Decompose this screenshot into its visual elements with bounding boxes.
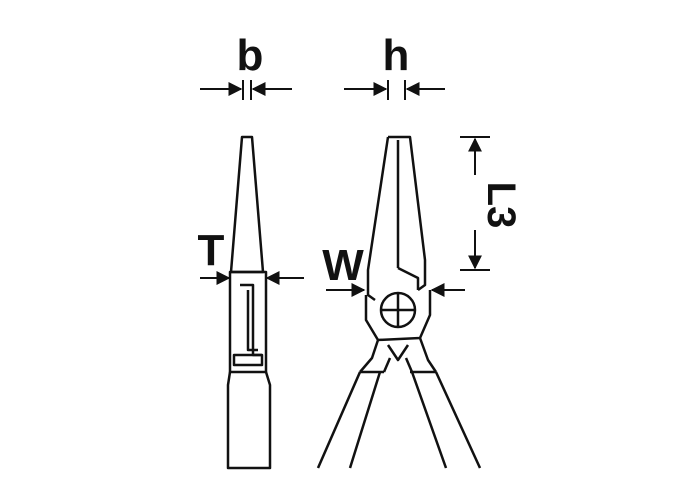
dimension-h	[344, 80, 445, 100]
label-b: b	[237, 31, 264, 80]
side-view-pliers	[226, 135, 272, 470]
label-L3: L3	[479, 182, 523, 229]
label-T: T	[198, 226, 225, 275]
dimension-L3	[460, 136, 490, 271]
label-W: W	[322, 241, 364, 290]
dimension-b	[200, 80, 292, 100]
label-h: h	[383, 31, 410, 80]
front-view-pliers	[316, 135, 482, 469]
